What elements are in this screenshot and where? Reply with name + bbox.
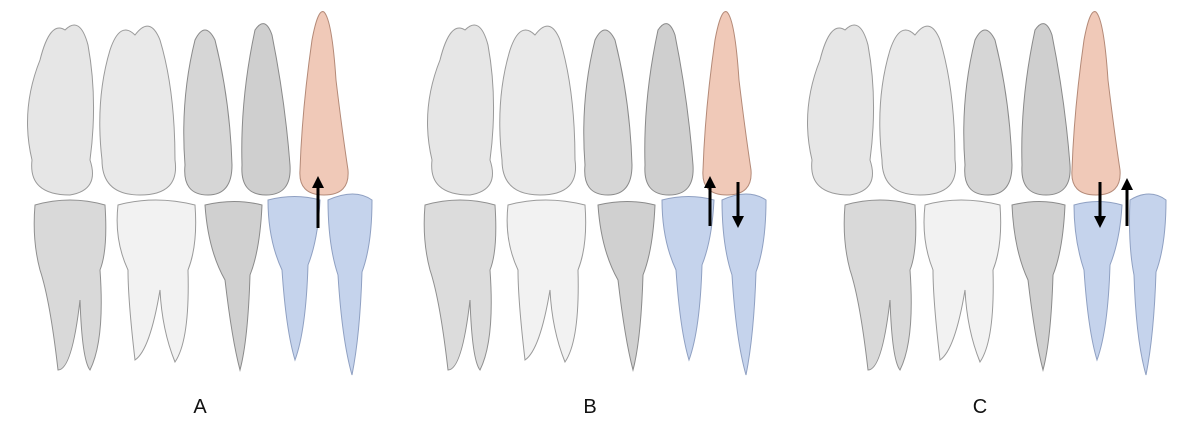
lower-first-molar [117,200,196,362]
upper-teeth [428,12,752,195]
lower-first-premolar [662,197,714,361]
dentition-diagram-b [400,0,780,390]
lower-canine [1130,194,1167,375]
panel-b: B [400,0,780,421]
lower-teeth [34,194,372,375]
dentition-diagram-a [10,0,390,390]
panel-label-b: B [400,396,780,419]
upper-second-molar [428,25,494,195]
upper-second-molar [28,25,94,195]
upper-teeth [28,12,349,195]
upper-canine [300,12,348,195]
lower-canine [722,194,766,375]
panel-a: A [10,0,390,421]
lower-second-premolar [1012,202,1065,371]
upper-canine [703,12,751,195]
lower-second-premolar [205,202,262,371]
lower-first-molar [924,200,1001,362]
upper-canine [1072,12,1120,195]
upper-second-premolar [184,30,232,195]
dentition-diagram-c [790,0,1170,390]
panel-c: C [790,0,1170,421]
lower-teeth [844,194,1166,375]
upper-second-premolar [584,30,632,195]
lower-first-premolar [1074,202,1122,361]
lower-second-premolar [598,202,655,371]
lower-second-molar [34,200,106,370]
upper-first-molar [500,26,576,195]
upper-first-molar [100,26,176,195]
upper-first-premolar [242,24,290,195]
lower-first-premolar [268,197,320,361]
upper-first-molar [880,26,956,195]
upper-first-premolar [1022,24,1070,195]
lower-teeth [424,194,766,375]
lower-first-molar [507,200,586,362]
lower-second-molar [844,200,916,370]
lower-second-molar [424,200,496,370]
panel-label-a: A [10,396,390,419]
panel-label-c: C [790,396,1170,419]
lower-canine [328,194,372,375]
upper-second-molar [808,25,874,195]
arrowhead-up [1121,178,1133,190]
upper-second-premolar [964,30,1012,195]
upper-first-premolar [645,24,693,195]
upper-teeth [808,12,1121,195]
